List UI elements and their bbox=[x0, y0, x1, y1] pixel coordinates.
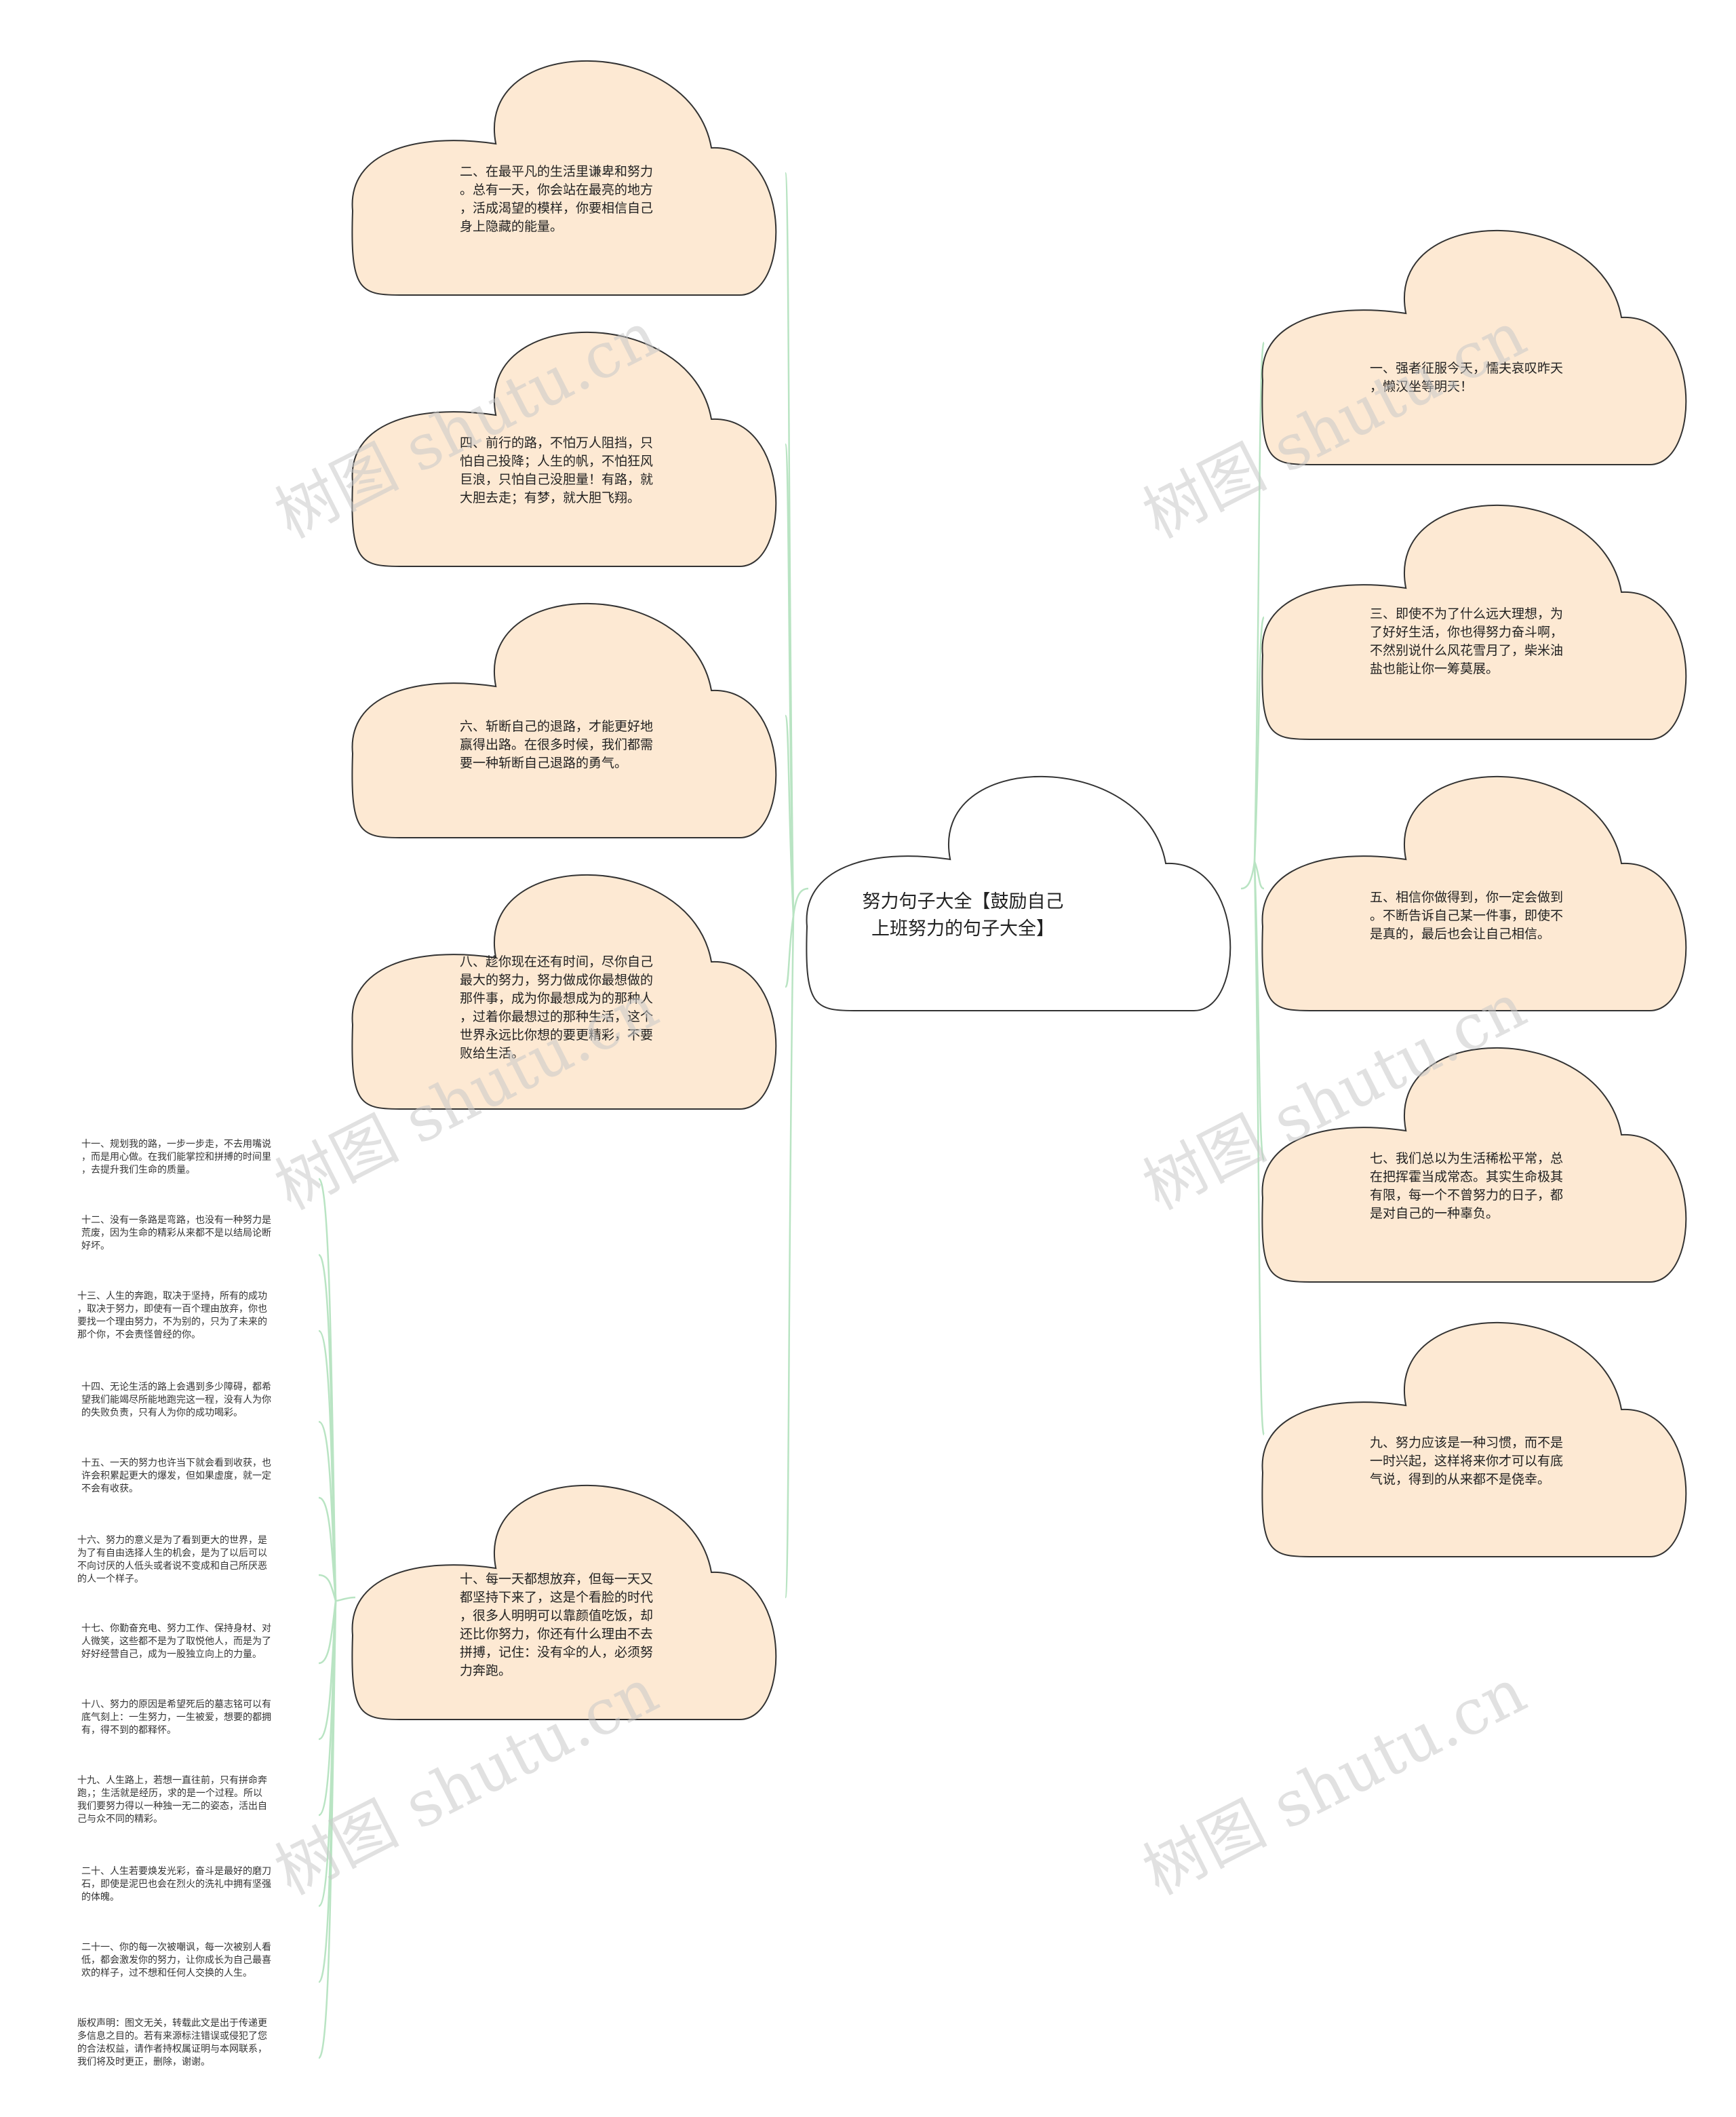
copyright-notice: 版权声明：图文无关，转载此文是出于传递更 多信息之目的。若有来源标注错误或侵犯了… bbox=[77, 2018, 267, 2067]
topic-node-7[interactable]: 七、我们总以为生活稀松平常，总 在把挥霍当成常态。其实生命极其 有限，每一个不曾… bbox=[1370, 1151, 1564, 1221]
link-right-0 bbox=[1253, 341, 1265, 862]
topic-node-10[interactable]: 十、每一天都想放弃，但每一天又 都坚持下来了，这是个看脸的时代 ，很多人明明可以… bbox=[460, 1572, 654, 1678]
link-left-1 bbox=[784, 443, 795, 916]
link-right-2 bbox=[1253, 861, 1265, 890]
leaf-node-21[interactable]: 二十一、你的每一次被嘲讽，每一次被别人看 低，都会激发你的努力，让你成长为自己最… bbox=[81, 1942, 271, 1979]
topic-node-3[interactable]: 三、即使不为了什么远大理想，为 了好好生活，你也得努力奋斗啊， 不然别说什么风花… bbox=[1370, 606, 1564, 676]
cloud-node-9 bbox=[1261, 1321, 1687, 1557]
leaf-node-15[interactable]: 十五、一天的努力也许当下就会看到收获，也 许会积累起更大的爆发，但如果虚度，就一… bbox=[81, 1458, 271, 1494]
topic-node-1[interactable]: 一、强者征服今天，懦夫哀叹昨天 ，懒汉坐等明天！ bbox=[1370, 361, 1564, 394]
link-node10-leaves bbox=[335, 1596, 356, 1602]
leaf-node-13[interactable]: 十三、人生的奔跑，取决于坚持，所有的成功 ，取决于努力，即使有一百个理由放弃，你… bbox=[77, 1291, 267, 1340]
cloud-node-6 bbox=[351, 602, 777, 838]
cloud-node-10 bbox=[351, 1484, 777, 1720]
leaf-node-18[interactable]: 十八、努力的原因是希望死后的墓志铭可以有 底气刻上：一生努力，一生被爱，想要的都… bbox=[81, 1699, 271, 1736]
link-leaf-4 bbox=[318, 1496, 337, 1601]
topic-node-9[interactable]: 九、努力应该是一种习惯，而不是 一时兴起，这样将来你才可以有底 气说，得到的从来… bbox=[1370, 1435, 1564, 1487]
topic-node-8[interactable]: 八、趁你现在还有时间，尽你自己 最大的努力，努力做成你最想做的 那件事，成为你最… bbox=[460, 954, 654, 1061]
link-right-1 bbox=[1253, 616, 1265, 862]
link-leaf-5 bbox=[318, 1574, 337, 1601]
central-topic[interactable]: 努力句子大全【鼓励自己 上班努力的句子大全】 bbox=[862, 891, 1064, 939]
leaf-node-11[interactable]: 十一、规划我的路，一步一步走，不去用嘴说 ，而是用心做。在我们能掌控和拼搏的时间… bbox=[81, 1139, 271, 1176]
cloud-node-7 bbox=[1261, 1047, 1687, 1283]
cloud-node-8 bbox=[351, 874, 777, 1110]
link-right-4 bbox=[1253, 861, 1265, 1436]
cloud-node-2 bbox=[351, 60, 777, 296]
topic-node-2[interactable]: 二、在最平凡的生活里谦卑和努力 。总有一天，你会站在最亮的地方 ，活成渴望的模样… bbox=[460, 164, 654, 234]
leaf-node-16[interactable]: 十六、努力的意义是为了看到更大的世界，是 为了有自由选择人生的机会，是为了以后可… bbox=[77, 1535, 267, 1585]
cloud-node-3 bbox=[1261, 504, 1687, 740]
topic-node-4[interactable]: 四、前行的路，不怕万人阻挡，只 怕自己投降；人生的帆，不怕狂风 巨浪，只怕自己没… bbox=[460, 435, 654, 505]
cloud-node-5 bbox=[1261, 775, 1687, 1011]
cloud-node-4 bbox=[351, 331, 777, 567]
link-leaf-3 bbox=[318, 1420, 337, 1601]
leaf-node-14[interactable]: 十四、无论生活的路上会遇到多少障碍，都希 望我们能竭尽所能地跑完这一程，没有人为… bbox=[81, 1382, 271, 1418]
link-left-2 bbox=[784, 714, 795, 916]
leaf-node-17[interactable]: 十七、你勤奋充电、努力工作、保持身材、对 人微笑，这些都不是为了取悦他人，而是为… bbox=[81, 1623, 271, 1660]
cloud-center bbox=[806, 775, 1231, 1011]
topic-node-5[interactable]: 五、相信你做得到，你一定会做到 。不断告诉自己某一件事，即使不 是真的，最后也会… bbox=[1370, 890, 1564, 941]
link-leaf-11 bbox=[318, 1600, 337, 2059]
leaf-node-20[interactable]: 二十、人生若要焕发光彩，奋斗是最好的磨刀 石，即使是泥巴也会在烈火的洗礼中拥有坚… bbox=[81, 1866, 271, 1903]
topic-node-6[interactable]: 六、斩断自己的退路，才能更好地 赢得出路。在很多时候，我们都需 要一种斩断自己退… bbox=[460, 719, 654, 771]
cloud-node-1 bbox=[1261, 229, 1687, 465]
link-left-3 bbox=[784, 915, 795, 988]
leaf-node-12[interactable]: 十二、没有一条路是弯路，也没有一种努力是 荒废，因为生命的精彩从来都不是以结局论… bbox=[81, 1215, 271, 1251]
link-left-4 bbox=[784, 915, 795, 1599]
leaf-node-19[interactable]: 十九、人生路上，若想一直往前，只有拼命奔 跑，；生活就是经历，求的是一个过程。所… bbox=[77, 1775, 267, 1825]
